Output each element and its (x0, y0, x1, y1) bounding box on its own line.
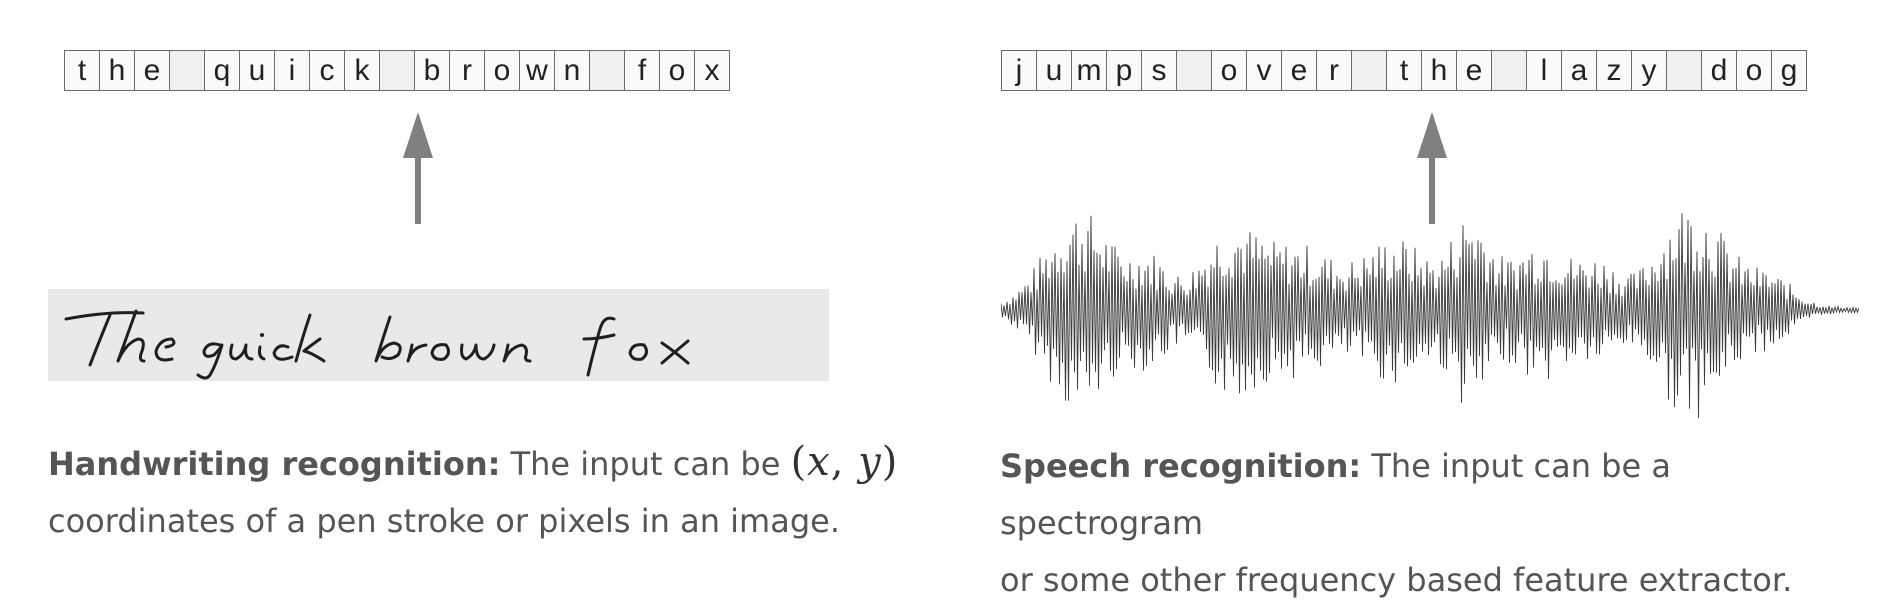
char-box-space (1491, 50, 1527, 91)
char-box: x (694, 50, 730, 91)
char-box: b (414, 50, 450, 91)
char-box: q (204, 50, 240, 91)
handwriting-caption: Handwriting recognition: The input can b… (48, 434, 928, 550)
char-box: l (1526, 50, 1562, 91)
char-box: d (1701, 50, 1737, 91)
char-box: t (1386, 50, 1422, 91)
char-box: c (309, 50, 345, 91)
char-box-space (1176, 50, 1212, 91)
char-box-space (379, 50, 415, 91)
char-box: o (659, 50, 695, 91)
arrow-up-icon (1417, 112, 1447, 224)
char-box: a (1561, 50, 1597, 91)
char-box: h (99, 50, 135, 91)
char-box-space (589, 50, 625, 91)
caption-title: Speech recognition: (1000, 447, 1362, 485)
arrow-up-icon (403, 112, 433, 224)
char-box-space (1351, 50, 1387, 91)
caption-title: Handwriting recognition: (48, 445, 501, 483)
speech-caption: Speech recognition: The input can be a s… (1000, 438, 1880, 609)
char-box: m (1071, 50, 1107, 91)
char-box: h (1421, 50, 1457, 91)
char-box: g (1771, 50, 1807, 91)
caption-text: The input can be (500, 445, 791, 483)
char-box: e (1281, 50, 1317, 91)
char-box: o (484, 50, 520, 91)
char-box: r (1316, 50, 1352, 91)
char-box: w (519, 50, 555, 91)
char-box: n (554, 50, 590, 91)
char-box: f (624, 50, 660, 91)
waveform-trace (1001, 213, 1859, 418)
math-coordinates: (x, y) (790, 439, 899, 485)
char-box: v (1246, 50, 1282, 91)
char-box: o (1211, 50, 1247, 91)
char-box: o (1736, 50, 1772, 91)
char-box: e (1456, 50, 1492, 91)
char-box: t (64, 50, 100, 91)
handwriting-image (48, 289, 829, 381)
char-box: u (239, 50, 275, 91)
char-box-space (1666, 50, 1702, 91)
char-box: y (1631, 50, 1667, 91)
caption-text: The input can be a spectrogram (1000, 447, 1671, 542)
char-box: e (134, 50, 170, 91)
char-box: z (1596, 50, 1632, 91)
char-box: u (1036, 50, 1072, 91)
audio-waveform (1001, 198, 1859, 423)
char-box-space (169, 50, 205, 91)
char-box: p (1106, 50, 1142, 91)
char-box: i (274, 50, 310, 91)
char-box: s (1141, 50, 1177, 91)
char-box: j (1001, 50, 1037, 91)
char-box: r (449, 50, 485, 91)
char-box: k (344, 50, 380, 91)
caption-text-line2: coordinates of a pen stroke or pixels in… (48, 502, 840, 540)
